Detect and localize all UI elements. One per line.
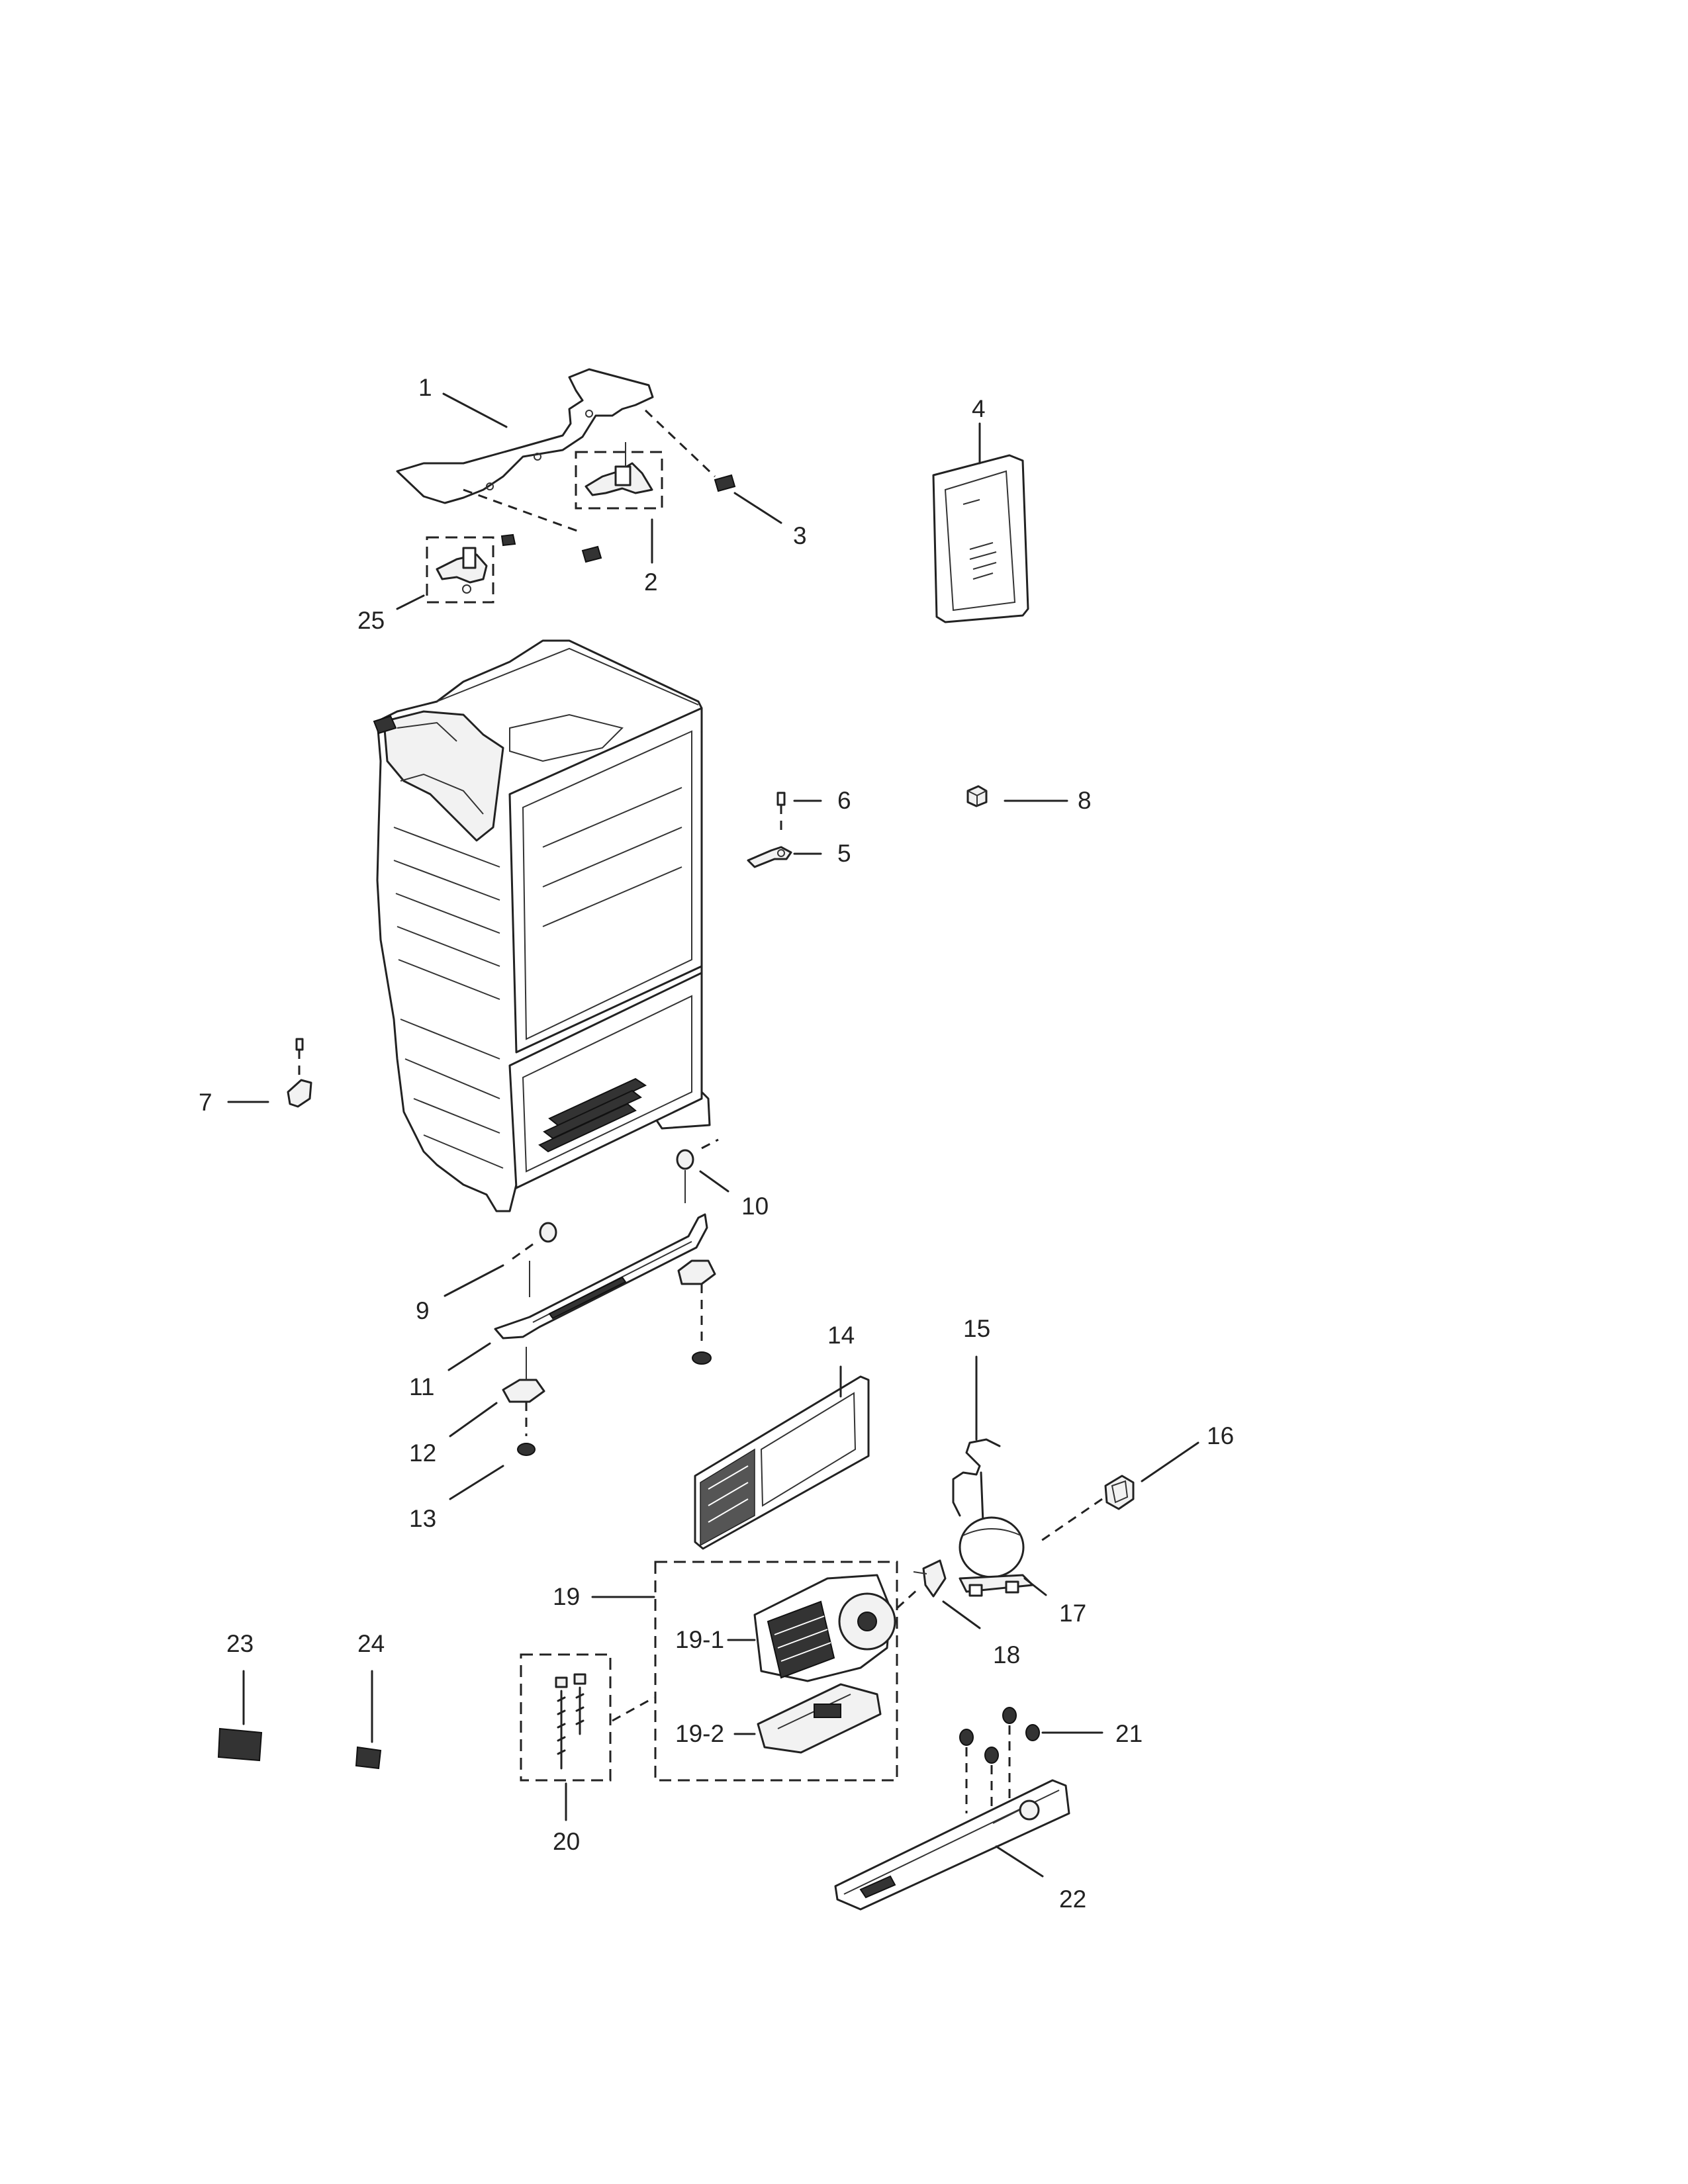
callout-2: 2 — [644, 569, 658, 596]
part-10-roller — [676, 1138, 719, 1203]
leader-line-1 — [442, 392, 508, 428]
callout-6: 6 — [837, 787, 851, 814]
leader-line-11 — [447, 1342, 491, 1371]
part-22-base-plate — [834, 1779, 1070, 1911]
callout-4: 4 — [972, 395, 986, 422]
part-19-group-box — [654, 1561, 898, 1782]
leader-line-3 — [733, 492, 782, 524]
callout-5: 5 — [837, 840, 851, 867]
callout-22: 22 — [1059, 1886, 1086, 1913]
callout-1: 1 — [418, 374, 432, 401]
callout-24: 24 — [357, 1630, 385, 1657]
part-12-foot-bracket — [502, 1347, 545, 1436]
callout-23: 23 — [226, 1630, 254, 1657]
dashed-guide-16 — [1039, 1498, 1103, 1543]
callout-8: 8 — [1078, 787, 1092, 814]
callout-13: 13 — [409, 1505, 436, 1532]
part-25-lower-hinge — [436, 547, 488, 594]
callout-11: 11 — [409, 1373, 434, 1400]
callout-19-1: 19-1 — [675, 1626, 724, 1653]
callout-16: 16 — [1207, 1422, 1234, 1449]
part-1-top-hinge-bracket — [396, 368, 654, 504]
part-2-upper-hinge — [585, 442, 653, 496]
main-cabinet-body — [373, 639, 711, 1212]
leader-line-13 — [449, 1465, 504, 1500]
part-19-2-fan-bracket — [757, 1683, 882, 1754]
callout-17: 17 — [1059, 1600, 1086, 1627]
leader-line-25 — [396, 594, 425, 610]
part-9-roller — [509, 1222, 557, 1297]
leader-line-18 — [942, 1600, 981, 1629]
part-8-holder — [966, 785, 988, 807]
callout-7: 7 — [199, 1089, 212, 1116]
callout-19-2: 19-2 — [675, 1720, 724, 1747]
part-14-machine-cover — [694, 1375, 870, 1550]
callout-19: 19 — [553, 1583, 580, 1610]
part-7-bracket — [287, 1038, 312, 1108]
part-19-1-condenser-fan — [753, 1574, 896, 1682]
leader-line-9 — [444, 1264, 504, 1297]
callout-15: 15 — [963, 1315, 990, 1342]
part-25-group-box — [426, 536, 494, 604]
part-17-compressor — [959, 1516, 1034, 1597]
part-right-foot-bracket — [677, 1259, 716, 1343]
callout-9: 9 — [416, 1297, 430, 1324]
part-23-label-sheet — [217, 1727, 263, 1762]
callout-12: 12 — [409, 1439, 436, 1467]
callout-3: 3 — [793, 522, 807, 549]
part-11-cross-rail — [494, 1213, 708, 1340]
leader-line-16 — [1141, 1441, 1199, 1482]
leader-line-12 — [449, 1402, 498, 1437]
callout-21: 21 — [1115, 1720, 1143, 1747]
leader-line-17 — [1023, 1577, 1047, 1596]
part-20-group-box — [520, 1653, 612, 1782]
part-13-leveling-foot — [517, 1443, 536, 1456]
part-3-small-plate — [714, 474, 736, 492]
callout-18: 18 — [993, 1641, 1020, 1668]
part-3-lower-plate — [581, 545, 602, 563]
part-18-fan-blade — [913, 1559, 947, 1598]
dashed-guide-2 — [644, 409, 716, 478]
callout-14: 14 — [827, 1322, 855, 1349]
dashed-guide-20 — [612, 1696, 655, 1722]
leader-line-10 — [699, 1170, 729, 1193]
dashed-guide-19 — [896, 1587, 920, 1610]
part-6-screw — [776, 792, 786, 833]
part-20-screws — [555, 1673, 586, 1770]
part-25-pin — [500, 533, 516, 547]
callout-20: 20 — [553, 1828, 580, 1855]
dashed-guide-25 — [463, 488, 583, 534]
part-2-group-box — [575, 451, 663, 510]
leader-line-22 — [995, 1845, 1044, 1878]
part-15-pipe — [952, 1438, 1001, 1524]
callout-10: 10 — [741, 1193, 769, 1220]
part-16-relay-cover — [1104, 1475, 1135, 1510]
callout-25: 25 — [357, 607, 385, 634]
part-right-leveling-foot — [692, 1351, 712, 1365]
part-4-rear-cover-panel — [932, 454, 1029, 623]
part-24-label-tag — [355, 1746, 382, 1770]
part-5-bracket — [747, 846, 792, 868]
